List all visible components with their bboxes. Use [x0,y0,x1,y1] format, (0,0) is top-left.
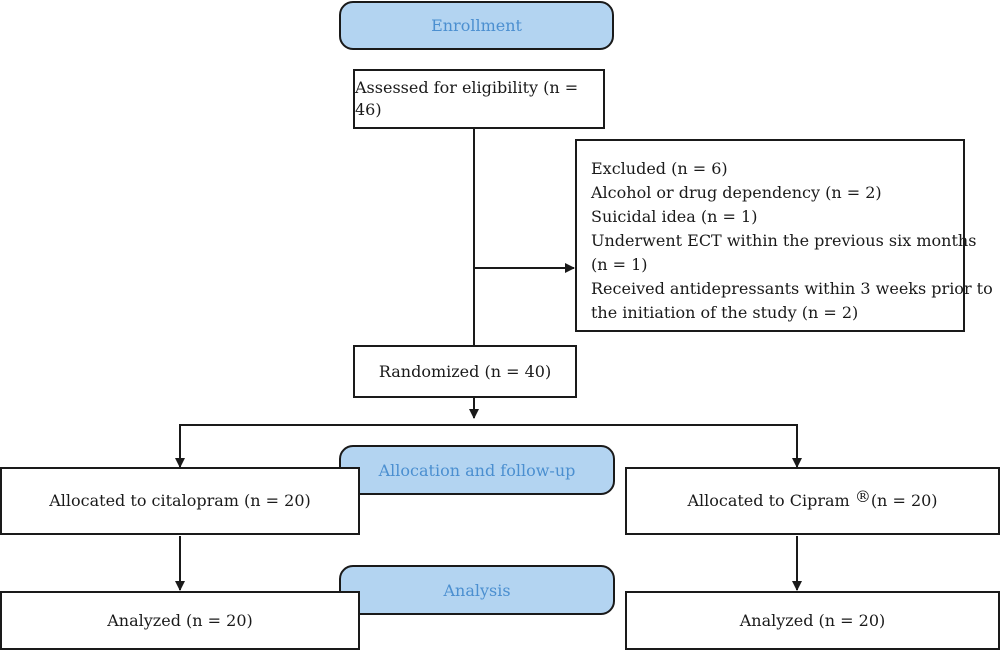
allocated-cipram-text: Allocated to Cipram ®(n = 20) [687,487,938,512]
analysis-stage-text: Analysis [443,580,511,600]
enrollment-stage-text: Enrollment [431,16,522,35]
allocated-citalopram-box: Allocated to citalopram (n = 20) [0,467,360,535]
excluded-box: Excluded (n = 6) Alcohol or drug depende… [575,139,993,332]
allocated-cipram-suffix: (n = 20) [870,491,938,511]
allocation-stage-label: Allocation and follow-up [339,445,615,495]
allocation-stage-text: Allocation and follow-up [378,460,576,480]
assessed-text: Assessed for eligibility (n = 46) [355,78,579,119]
randomized-text: Randomized (n = 40) [378,361,552,381]
allocated-citalopram-text: Allocated to citalopram (n = 20) [49,491,311,511]
analyzed-right-box: Analyzed (n = 20) [625,591,1000,650]
analyzed-left-box: Analyzed (n = 20) [0,591,360,650]
registered-mark: ® [854,487,871,507]
excluded-line: (n = 1) [591,255,648,274]
excluded-line: the initiation of the study (n = 2) [591,303,859,322]
randomized-box: Randomized (n = 40) [353,345,577,398]
allocated-cipram-box: Allocated to Cipram ®(n = 20) [625,467,1000,535]
excluded-line: Underwent ECT within the previous six mo… [591,231,977,250]
excluded-line: Suicidal idea (n = 1) [591,207,758,226]
analyzed-left-text: Analyzed (n = 20) [107,610,253,630]
analyzed-right-text: Analyzed (n = 20) [739,610,886,630]
excluded-line: Alcohol or drug dependency (n = 2) [591,183,882,202]
assessed-box: Assessed for eligibility (n = 46) [353,69,605,129]
excluded-line: Excluded (n = 6) [591,159,728,178]
allocated-cipram-prefix: Allocated to Cipram [687,491,850,511]
analysis-stage-label: Analysis [339,565,615,615]
excluded-line: Received antidepressants within 3 weeks … [591,279,993,298]
enrollment-stage-label: Enrollment [339,1,614,50]
